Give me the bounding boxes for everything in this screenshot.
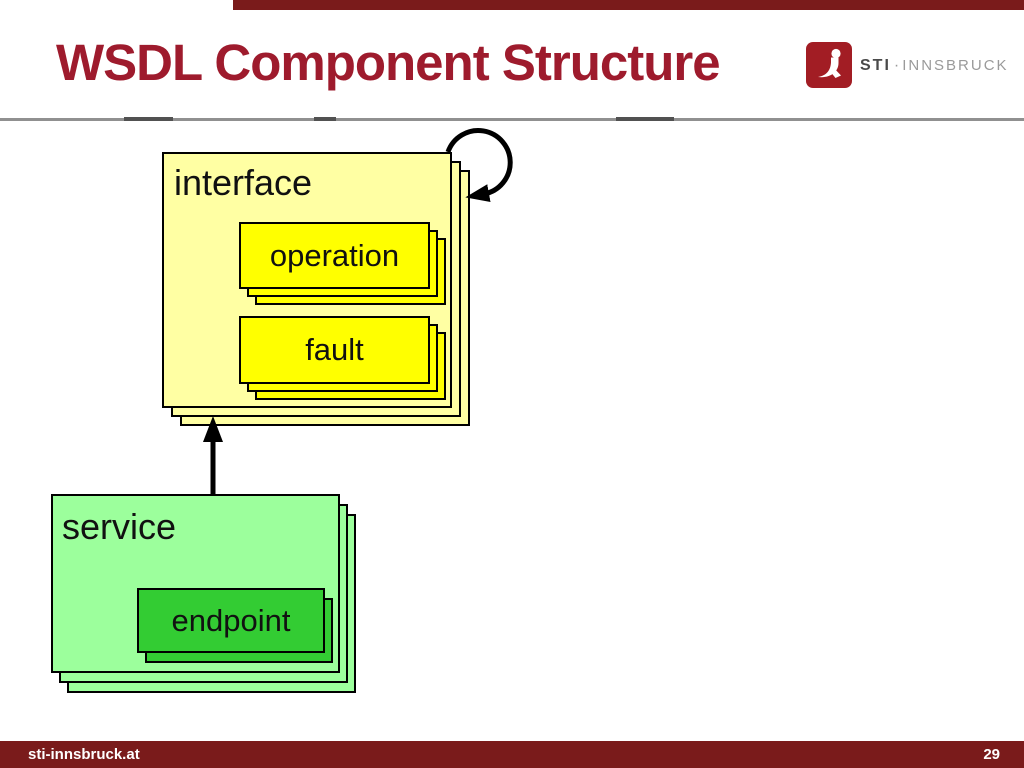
service-to-interface-arrow bbox=[203, 416, 223, 494]
footer-website: sti-innsbruck.at bbox=[28, 746, 140, 763]
header-divider-line bbox=[0, 118, 1024, 121]
endpoint-label: endpoint bbox=[171, 602, 291, 638]
logo-wordmark: STI·INNSBRUCK bbox=[860, 57, 1009, 75]
divider-dark-segment bbox=[616, 117, 674, 121]
logo-location-text: INNSBRUCK bbox=[902, 57, 1009, 74]
logo-separator: · bbox=[893, 57, 900, 74]
sti-innsbruck-logo: STI·INNSBRUCK bbox=[806, 42, 1020, 88]
divider-dark-segment bbox=[124, 117, 173, 121]
top-accent-bar bbox=[233, 0, 1024, 10]
endpoint-box: endpoint bbox=[137, 588, 325, 653]
service-label: service bbox=[62, 506, 177, 547]
sti-logo-icon bbox=[806, 42, 852, 88]
divider-dark-segment bbox=[314, 117, 336, 121]
operation-label: operation bbox=[269, 237, 400, 273]
page-title: WSDL Component Structure bbox=[56, 34, 721, 91]
interface-self-loop-arrow bbox=[445, 128, 513, 202]
page-number: 29 bbox=[983, 746, 1000, 763]
fault-box: fault bbox=[239, 316, 430, 384]
operation-box: operation bbox=[239, 222, 430, 289]
fault-label: fault bbox=[305, 332, 364, 367]
interface-label: interface bbox=[174, 162, 313, 203]
footer-bar: sti-innsbruck.at 29 bbox=[0, 741, 1024, 768]
logo-org-text: STI bbox=[860, 57, 891, 74]
